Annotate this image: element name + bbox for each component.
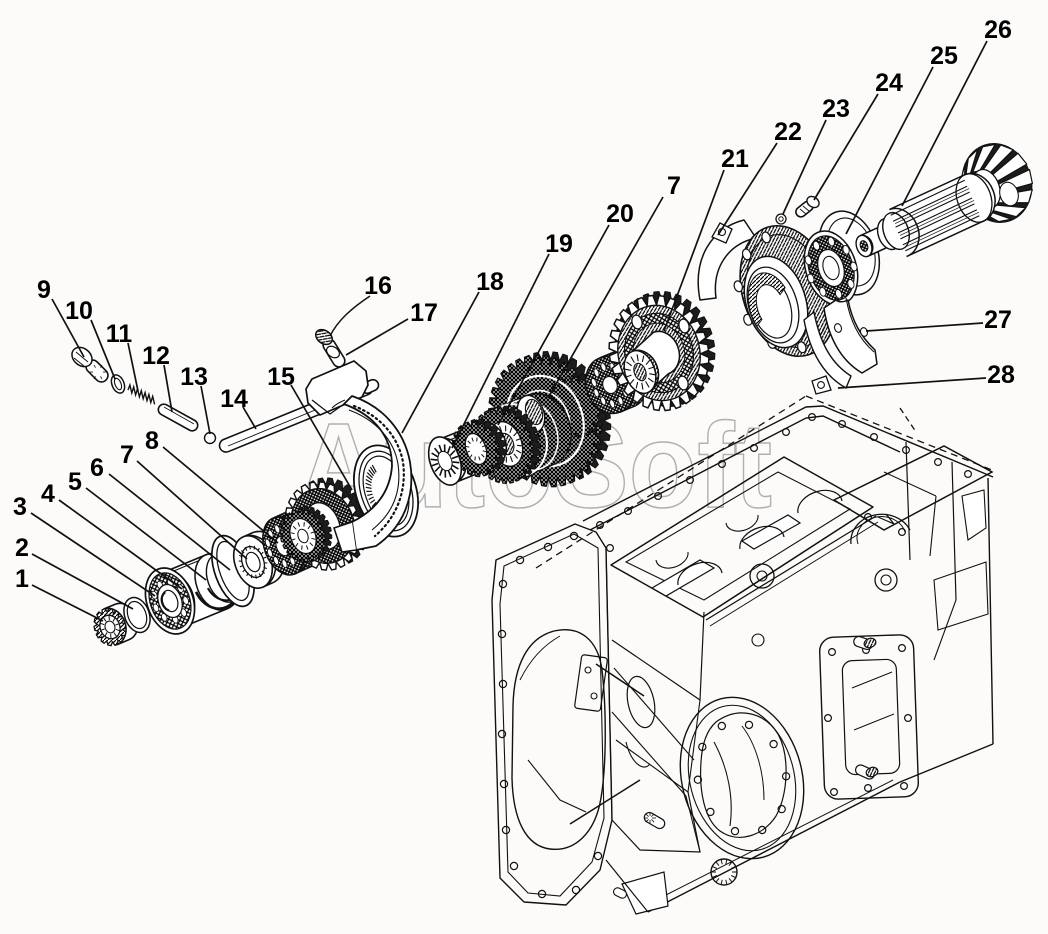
svg-text:21: 21 xyxy=(721,145,749,173)
svg-text:26: 26 xyxy=(984,16,1012,44)
svg-text:24: 24 xyxy=(875,69,903,97)
svg-text:6: 6 xyxy=(90,454,104,482)
svg-text:18: 18 xyxy=(476,268,504,296)
svg-text:2: 2 xyxy=(15,534,29,562)
svg-text:19: 19 xyxy=(545,230,573,258)
svg-text:13: 13 xyxy=(180,363,208,391)
svg-text:27: 27 xyxy=(984,306,1012,334)
svg-text:7: 7 xyxy=(667,172,681,200)
svg-text:20: 20 xyxy=(606,200,634,228)
svg-text:15: 15 xyxy=(267,363,295,391)
svg-text:8: 8 xyxy=(145,427,159,455)
svg-text:4: 4 xyxy=(41,480,55,508)
svg-text:17: 17 xyxy=(410,299,438,327)
svg-text:9: 9 xyxy=(37,276,51,304)
svg-text:28: 28 xyxy=(987,361,1015,389)
svg-text:1: 1 xyxy=(15,565,29,593)
svg-text:22: 22 xyxy=(774,118,802,146)
svg-text:14: 14 xyxy=(220,385,248,413)
svg-text:11: 11 xyxy=(106,320,133,348)
svg-text:10: 10 xyxy=(65,297,93,325)
svg-text:25: 25 xyxy=(930,42,958,70)
svg-text:7: 7 xyxy=(120,441,134,469)
svg-text:12: 12 xyxy=(142,342,170,370)
svg-text:23: 23 xyxy=(822,95,850,123)
svg-text:5: 5 xyxy=(68,468,82,496)
svg-text:16: 16 xyxy=(364,272,392,300)
svg-text:3: 3 xyxy=(13,493,27,521)
